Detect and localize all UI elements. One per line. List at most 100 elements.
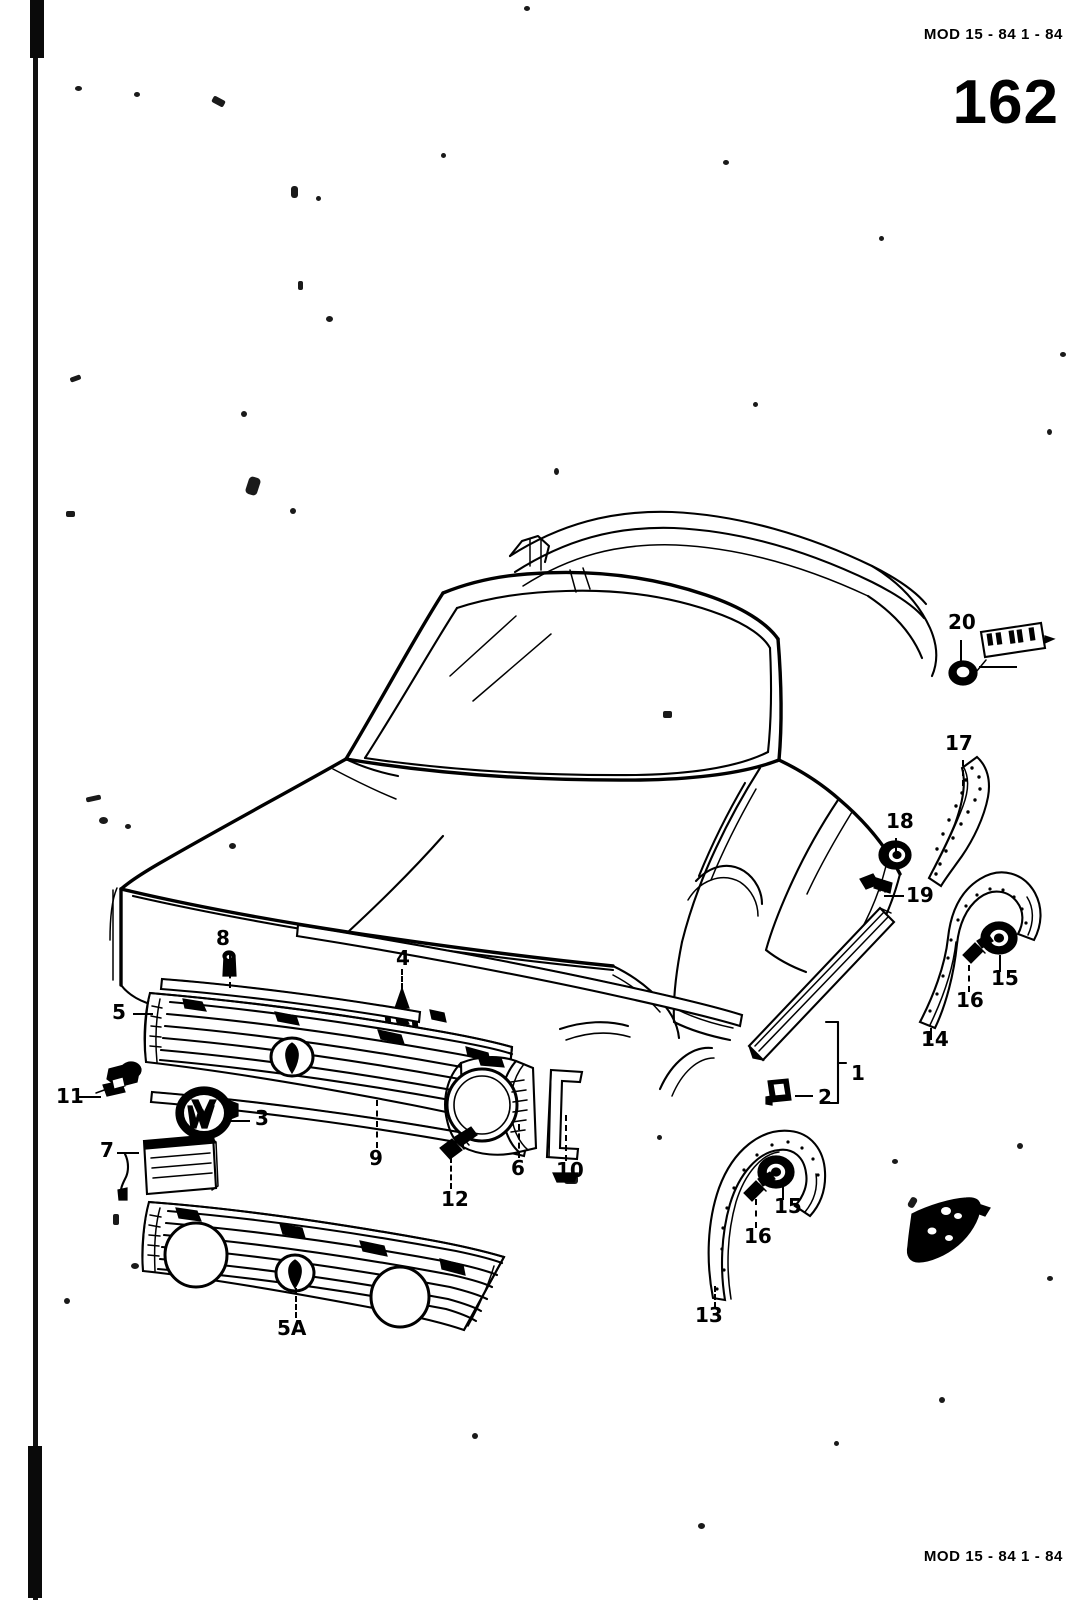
- part-3-vw-emblem: [175, 1086, 239, 1140]
- scan-speck: [229, 843, 236, 849]
- part-1-door-sill-trim: [747, 906, 896, 1062]
- part-19-retaining-screw: [859, 873, 893, 894]
- scan-speck: [64, 1298, 70, 1304]
- scan-speck: [1047, 1276, 1053, 1281]
- scan-speck: [472, 1433, 478, 1439]
- part-4-hood-trim-clip: [384, 986, 419, 1033]
- leader-line-13: [714, 1286, 716, 1308]
- scan-speck: [723, 160, 729, 165]
- scan-speck: [241, 411, 247, 417]
- scan-speck: [753, 402, 758, 407]
- scan-speck: [1017, 1143, 1023, 1149]
- leader-line-2: [795, 1095, 813, 1097]
- scan-speck: [663, 711, 672, 718]
- scan-speck: [554, 468, 559, 475]
- scan-speck: [834, 1441, 839, 1446]
- callout-10: 10: [556, 1158, 584, 1182]
- part-16-trim-screw-front: [743, 1171, 776, 1202]
- part-unlabeled-dark-bracket: [906, 1197, 991, 1263]
- part-15-trim-grommet-rear: [980, 921, 1018, 955]
- part-15-trim-grommet-front: [757, 1155, 795, 1189]
- leader-line-5: [133, 1013, 153, 1015]
- callout-13: 13: [695, 1303, 723, 1327]
- leader-line-15-rear: [999, 955, 1001, 972]
- callout-15: 15: [991, 966, 1019, 990]
- leader-line-19: [884, 895, 904, 897]
- part-13-front-wheel-arch-trim: [707, 1129, 827, 1302]
- part-7-turn-signal-lens: [117, 1133, 219, 1201]
- scan-speck: [244, 475, 262, 497]
- scan-speck: [906, 1195, 919, 1210]
- callout-2: 2: [818, 1085, 832, 1109]
- part-2-sill-trim-clip: [765, 1078, 792, 1106]
- scan-speck: [1060, 352, 1066, 357]
- scan-speck: [113, 1214, 119, 1225]
- callout-4: 4: [396, 946, 410, 970]
- part-5-radiator-grille: [143, 991, 514, 1128]
- leader-line-3: [231, 1120, 250, 1122]
- callout-6: 6: [511, 1156, 525, 1180]
- callout-20: 20: [948, 610, 976, 634]
- callout-3: 3: [255, 1106, 269, 1130]
- page-number: 162: [952, 68, 1059, 137]
- leader-line-16-rear: [968, 965, 970, 992]
- header-model-code: MOD 15 - 84 1 - 84: [923, 26, 1063, 43]
- part-16-trim-screw-rear: [962, 933, 994, 964]
- scan-speck: [290, 508, 296, 514]
- callout-12: 12: [441, 1187, 469, 1211]
- part-17-rear-quarter-trim: [927, 755, 991, 888]
- scan-edge-line: [33, 0, 38, 1600]
- scan-speck: [66, 511, 75, 517]
- scan-speck: [441, 153, 446, 158]
- scan-speck: [211, 95, 226, 108]
- callout-1: 1: [851, 1061, 865, 1085]
- callout-18: 18: [886, 809, 914, 833]
- vehicle-body-outline: [109, 510, 938, 1097]
- callout-16: 16: [956, 988, 984, 1012]
- scan-speck: [939, 1397, 945, 1403]
- leader-line-17: [962, 760, 964, 786]
- callout-11: 11: [56, 1084, 84, 1108]
- leader-line-4: [401, 969, 403, 989]
- part-6-headlight-bezel: [444, 1055, 538, 1156]
- leader-line-16-front: [755, 1199, 757, 1228]
- leader-line-10: [565, 1115, 567, 1161]
- part-9-lower-moulding-strip: [149, 1090, 528, 1158]
- callout-19: 19: [906, 883, 934, 907]
- callout-14: 14: [921, 1027, 949, 1051]
- leader-line-6: [518, 1124, 520, 1158]
- scan-speck: [131, 1263, 139, 1269]
- leader-line-7: [117, 1152, 139, 1154]
- leader-line-20: [960, 640, 962, 663]
- scan-speck: [125, 824, 131, 829]
- scan-speck: [75, 86, 82, 91]
- scan-speck: [298, 281, 303, 290]
- part-12-bezel-screw: [439, 1126, 478, 1160]
- leader-line-20-badge: [979, 666, 1017, 668]
- scan-speck: [134, 92, 140, 97]
- callout-8: 8: [216, 926, 230, 950]
- leader-line-8: [229, 953, 231, 988]
- part-5a-radiator-grille-dual: [141, 1200, 506, 1332]
- scan-speck: [657, 1135, 662, 1140]
- scan-speck: [892, 1159, 898, 1164]
- scan-speck: [316, 196, 321, 201]
- scan-speck: [879, 236, 884, 241]
- footer-model-code: MOD 15 - 84 1 - 84: [923, 1548, 1063, 1565]
- scan-speck: [1047, 429, 1052, 435]
- scan-speck: [698, 1523, 705, 1529]
- leader-line-15-front: [782, 1184, 784, 1200]
- leader-line-11: [79, 1096, 101, 1098]
- part-11-grille-stud: [95, 1061, 142, 1097]
- callout-5a: 5A: [277, 1316, 307, 1340]
- leader-line-12: [450, 1157, 452, 1189]
- leader-line-18: [895, 838, 897, 854]
- scan-edge-block-bottom: [28, 1446, 42, 1598]
- upper-hood-moulding-strip: [159, 977, 422, 1024]
- leader-line-9: [376, 1100, 378, 1148]
- scan-speck: [524, 6, 530, 11]
- scan-speck: [85, 794, 102, 803]
- callout-5: 5: [112, 1000, 126, 1024]
